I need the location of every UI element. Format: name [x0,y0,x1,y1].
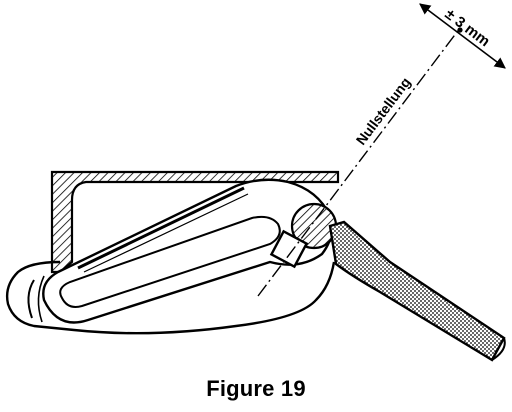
tolerance-arrow [419,3,506,69]
zero-position-line [257,27,461,297]
figure-caption: Figure 19 [206,376,306,401]
zero-position-label: Nullstellung [353,74,414,148]
grip-body [5,260,336,335]
housing-bracket [50,170,340,274]
adjustment-block [269,229,309,269]
strap [328,220,506,362]
tolerance-label: ± 3 mm [442,6,493,51]
